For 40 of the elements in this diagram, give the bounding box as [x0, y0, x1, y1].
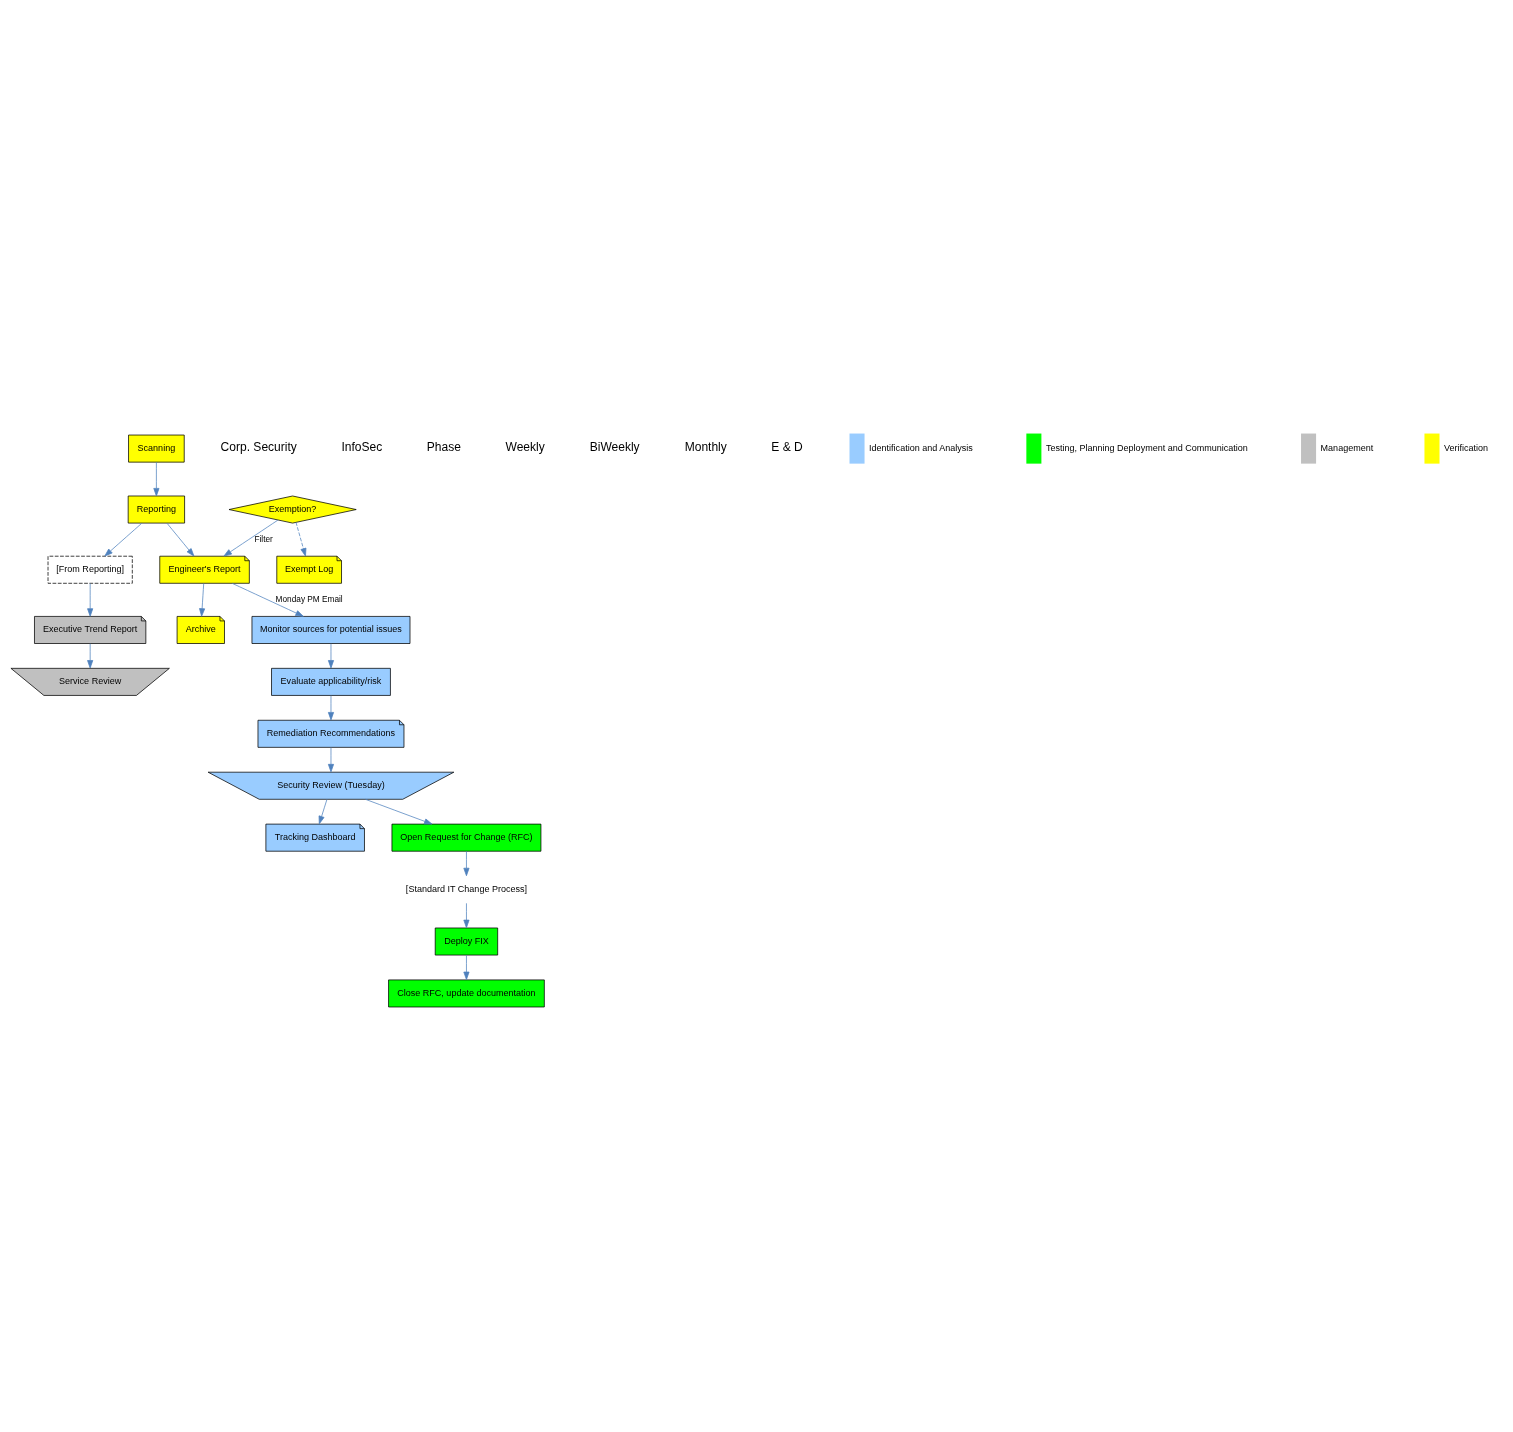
arrow — [166, 522, 195, 556]
arrow — [104, 522, 143, 556]
arrow — [463, 902, 470, 928]
edge-label: Monday PM Email — [275, 594, 343, 604]
node-box: Scanning — [128, 434, 185, 462]
legend-label: Management — [1320, 442, 1374, 453]
arrow — [231, 582, 304, 617]
label: InfoSec — [341, 439, 383, 454]
arrow — [327, 694, 334, 720]
label: Monthly — [684, 439, 727, 454]
node-box: Deploy FIX — [434, 927, 499, 955]
node-text: [Standard IT Change Process] — [405, 883, 528, 894]
node-box: Open Request for Change (RFC) — [391, 823, 542, 852]
arrow — [327, 642, 334, 668]
label: BiWeekly — [589, 439, 640, 454]
node-box: Monitor sources for potential issues — [251, 615, 411, 644]
node-box: Reporting — [127, 495, 185, 523]
arrow — [223, 519, 279, 556]
arrow — [318, 798, 328, 824]
node-box: Close RFC, update documentation — [388, 979, 545, 1007]
label: Phase — [426, 439, 461, 454]
arrow — [365, 798, 433, 824]
arrow — [87, 642, 94, 668]
node-diamond: Exemption? — [228, 495, 357, 523]
arrow — [463, 850, 470, 876]
node-box: Evaluate applicability/risk — [271, 667, 391, 696]
arrow — [153, 461, 160, 496]
label: E & D — [771, 439, 803, 454]
legend-label: Testing, Planning Deployment and Communication — [1045, 442, 1248, 453]
arrow — [295, 521, 307, 556]
arrow — [87, 582, 94, 617]
node-box: [From Reporting] — [47, 555, 133, 584]
legend-label: Verification — [1444, 442, 1489, 453]
label: Weekly — [505, 439, 545, 454]
label: Corp. Security — [220, 439, 297, 454]
legend-label: Identification and Analysis — [869, 442, 973, 453]
arrow — [463, 954, 470, 980]
edge-label: Filter — [254, 534, 273, 544]
arrow — [327, 746, 334, 772]
arrow — [199, 582, 206, 617]
